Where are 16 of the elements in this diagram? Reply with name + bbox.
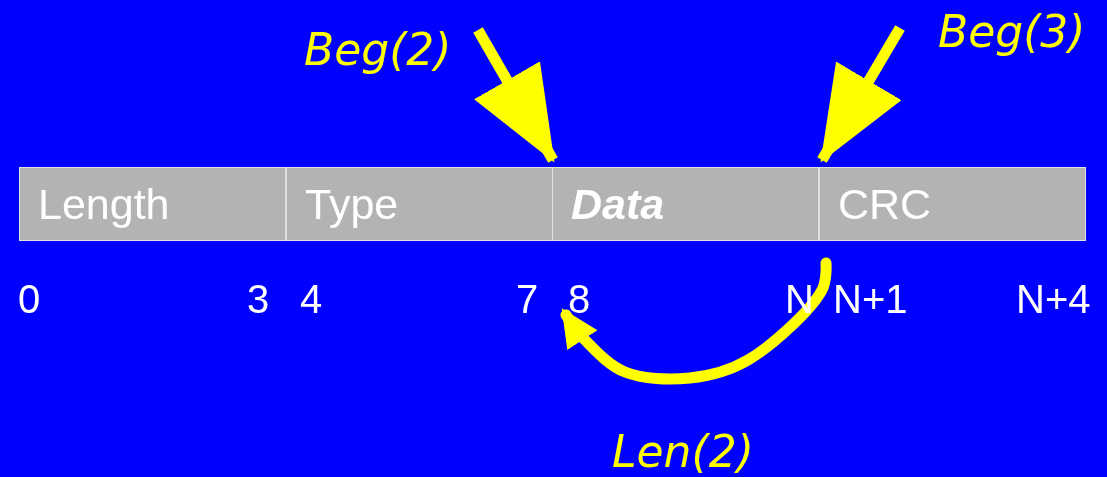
offset-number: 7 [516,279,539,319]
offset-number: 0 [18,279,41,319]
offset-number: N+4 [1016,279,1091,319]
offset-number: N+1 [833,279,908,319]
offset-number: 3 [247,279,270,319]
field-label: Beg(2) [304,28,470,74]
field-cell: CRC [819,167,1086,241]
field-label: N [785,279,815,319]
field-cell: Type [286,167,553,241]
field-cell: Data [552,167,819,241]
offset-number: 4 [300,279,323,319]
pointer-arrow [817,25,905,163]
pointer-arrow [473,27,558,163]
field-label: Beg(3) [938,10,1104,56]
field-label: 8 [568,279,594,319]
field-cell: Length [19,167,286,241]
